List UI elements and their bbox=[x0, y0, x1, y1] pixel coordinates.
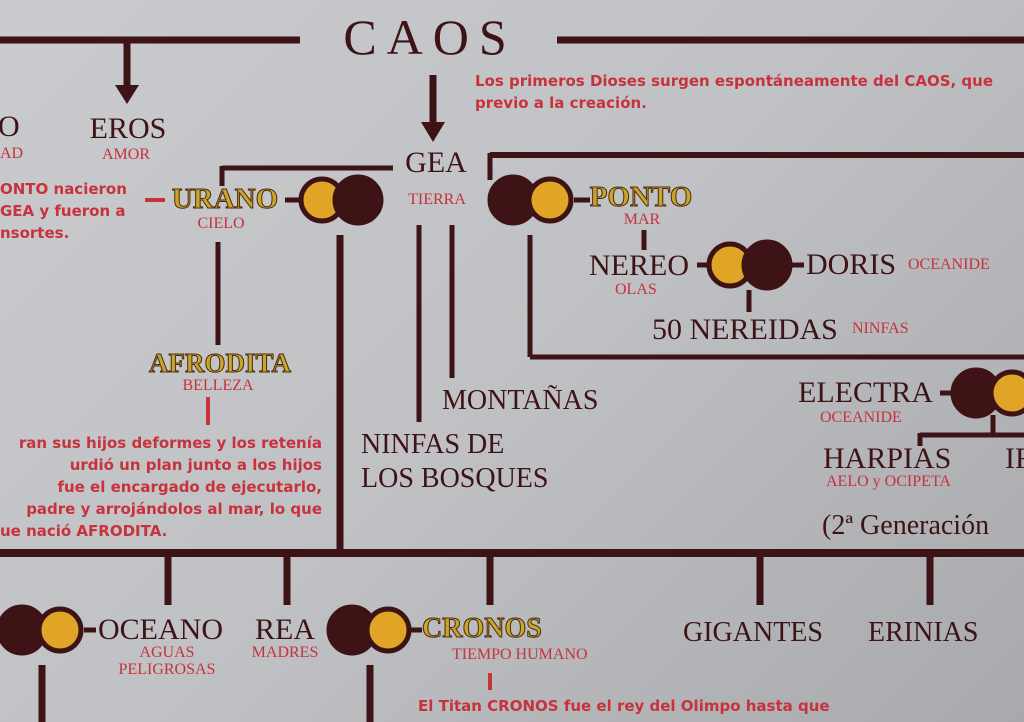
note-line: fue el encargado de ejecutarlo, bbox=[57, 478, 322, 496]
node-afrodita-sub: BELLEZA bbox=[182, 377, 254, 394]
node-ninfas-line2: LOS BOSQUES bbox=[361, 463, 549, 494]
node-gigantes: GIGANTES bbox=[683, 617, 823, 648]
note-line: padre y arrojándolos al mar, lo que bbox=[26, 500, 322, 518]
node-nereo: NEREO bbox=[589, 249, 689, 282]
node-montanas: MONTAÑAS bbox=[442, 385, 599, 416]
note-line: ONTO nacieron bbox=[0, 180, 127, 198]
node-oceano-sub2: PELIGROSAS bbox=[118, 661, 216, 678]
node-cronos-sub: TIEMPO HUMANO bbox=[452, 646, 588, 663]
intro-note: Los primeros Dioses surgen espontáneamen… bbox=[475, 70, 993, 114]
node-harpias: HARPIAS bbox=[823, 442, 952, 475]
node-afrodita: AFRODITA bbox=[148, 348, 292, 379]
node-electra-sub: OCEANIDE bbox=[820, 409, 902, 426]
node-left-cut: O bbox=[0, 110, 20, 143]
note-line: El Titan CRONOS fue el rey del Olimpo ha… bbox=[418, 697, 830, 715]
node-eros-sub: AMOR bbox=[101, 146, 151, 163]
note-line: GEA y fueron a bbox=[0, 202, 126, 220]
node-rea: REA bbox=[255, 613, 315, 646]
node-erinias: ERINIAS bbox=[868, 617, 979, 648]
node-doris-sub: OCEANIDE bbox=[908, 256, 990, 273]
node-cronos: CRONOS bbox=[422, 613, 543, 644]
node-ponto-sub: MAR bbox=[623, 211, 661, 228]
note-cronos: El Titan CRONOS fue el rey del Olimpo ha… bbox=[418, 695, 830, 717]
node-oceano-sub1: AGUAS bbox=[139, 644, 195, 661]
title-caos: CAOS bbox=[343, 9, 517, 65]
node-iris-cut: IF bbox=[1005, 442, 1024, 475]
node-gea-sub: TIERRA bbox=[408, 191, 466, 208]
node-nereo-sub: OLAS bbox=[615, 281, 657, 298]
note-line: Los primeros Dioses surgen espontáneamen… bbox=[475, 72, 994, 90]
note-line: nsortes. bbox=[0, 224, 70, 242]
generation-label: (2ª Generación bbox=[822, 510, 990, 541]
node-ponto: PONTO bbox=[589, 181, 693, 213]
node-urano-sub: CIELO bbox=[197, 215, 245, 232]
node-left-cut-sub: AD bbox=[0, 145, 24, 162]
node-rea-sub: MADRES bbox=[251, 644, 319, 661]
node-electra: ELECTRA bbox=[798, 376, 933, 409]
node-urano: URANO bbox=[171, 183, 279, 215]
node-ninfas-line1: NINFAS DE bbox=[361, 429, 505, 460]
note-ponto: ONTO nacieron GEA y fueron a nsortes. bbox=[0, 178, 127, 244]
node-nereidas: 50 NEREIDAS bbox=[652, 313, 838, 346]
node-oceano: OCEANO bbox=[98, 613, 223, 646]
note-line: urdió un plan junto a los hijos bbox=[69, 456, 322, 474]
note-line: ran sus hijos deformes y los retenía bbox=[18, 434, 322, 452]
note-line: ue nació AFRODITA. bbox=[0, 522, 168, 540]
node-harpias-sub: AELO y OCIPETA bbox=[826, 473, 951, 490]
node-gea: GEA bbox=[405, 146, 467, 179]
node-doris: DORIS bbox=[806, 248, 897, 281]
note-line: previo a la creación. bbox=[475, 94, 647, 112]
note-urano: ran sus hijos deformes y los retenía urd… bbox=[0, 432, 322, 542]
node-eros: EROS bbox=[89, 112, 167, 145]
node-nereidas-sub: NINFAS bbox=[852, 320, 909, 337]
